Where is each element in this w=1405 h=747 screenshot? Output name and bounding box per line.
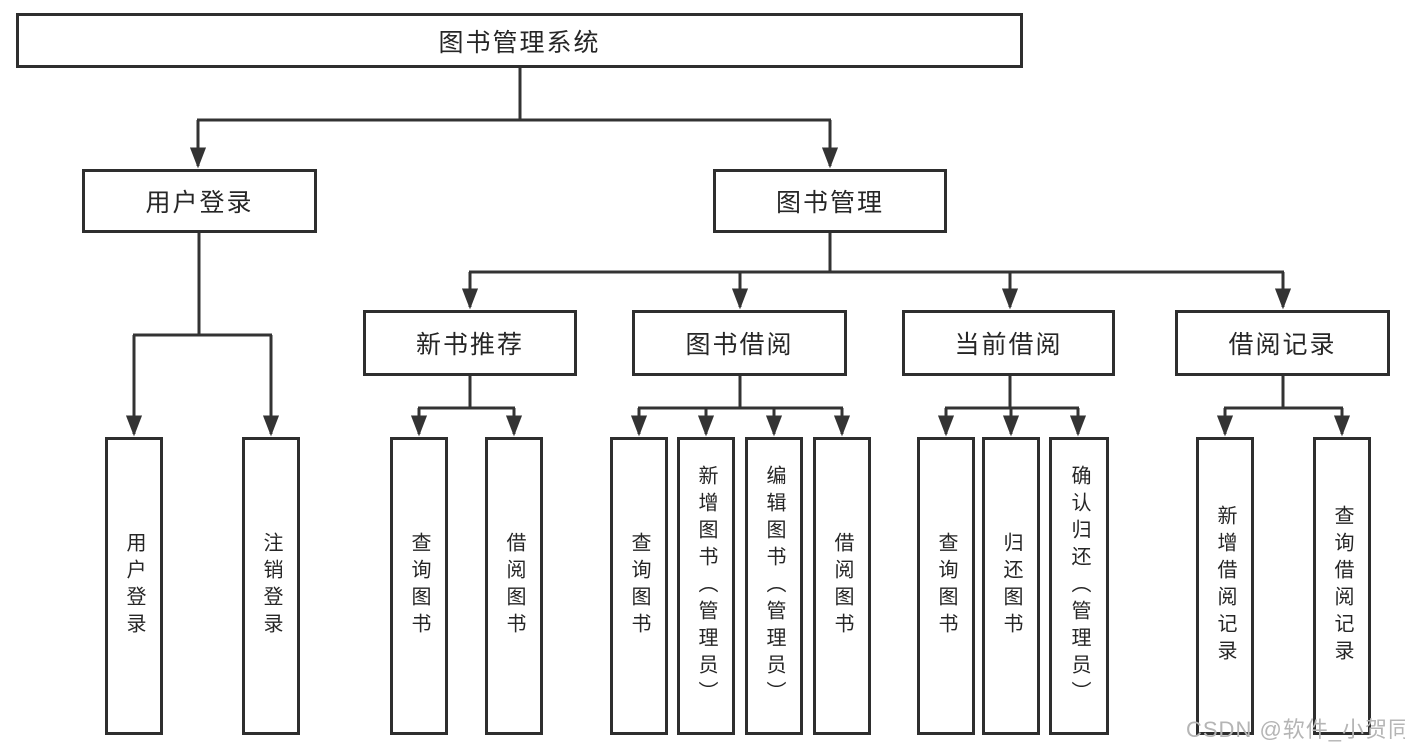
leaf-user-login-label: 用户登录 xyxy=(123,532,145,640)
leaf-borrow-book: 借阅图书 xyxy=(813,437,871,735)
node-book-management-label: 图书管理 xyxy=(775,189,884,217)
node-borrow-records-label: 借阅记录 xyxy=(1228,331,1337,359)
leaf-add-borrow-record-label: 新增借阅记录 xyxy=(1214,505,1236,667)
node-book-management: 图书管理 xyxy=(713,169,947,233)
csdn-watermark: CSDN @软件_小贺同学 xyxy=(1186,717,1405,742)
node-borrow-records: 借阅记录 xyxy=(1175,310,1390,376)
node-new-book-recommend: 新书推荐 xyxy=(363,310,577,376)
leaf-newbook-borrow-label: 借阅图书 xyxy=(503,532,525,640)
leaf-newbook-borrow: 借阅图书 xyxy=(485,437,543,735)
leaf-edit-book-admin-label: 编辑图书（管理员） xyxy=(763,464,785,708)
node-new-book-recommend-label: 新书推荐 xyxy=(415,331,524,359)
node-current-borrow-label: 当前借阅 xyxy=(954,331,1063,359)
leaf-user-login: 用户登录 xyxy=(105,437,163,735)
node-root-label: 图书管理系统 xyxy=(438,28,601,57)
leaf-newbook-query-label: 查询图书 xyxy=(408,532,430,640)
leaf-add-book-admin: 新增图书（管理员） xyxy=(677,437,735,735)
leaf-current-query: 查询图书 xyxy=(917,437,975,735)
leaf-confirm-return-admin-label: 确认归还（管理员） xyxy=(1068,464,1090,708)
node-book-borrow-label: 图书借阅 xyxy=(685,331,794,359)
leaf-newbook-query: 查询图书 xyxy=(390,437,448,735)
leaf-query-borrow-record-label: 查询借阅记录 xyxy=(1331,505,1353,667)
node-user-login-label: 用户登录 xyxy=(145,189,254,217)
leaf-logout-label: 注销登录 xyxy=(260,532,282,640)
connector-arrow-lines xyxy=(125,120,1351,437)
leaf-confirm-return-admin: 确认归还（管理员） xyxy=(1049,437,1109,735)
leaf-return-book: 归还图书 xyxy=(982,437,1040,735)
leaf-add-borrow-record: 新增借阅记录 xyxy=(1196,437,1254,735)
leaf-add-book-admin-label: 新增图书（管理员） xyxy=(695,464,717,708)
leaf-return-book-label: 归还图书 xyxy=(1000,532,1022,640)
leaf-borrow-query: 查询图书 xyxy=(610,437,668,735)
leaf-edit-book-admin: 编辑图书（管理员） xyxy=(745,437,803,735)
leaf-borrow-query-label: 查询图书 xyxy=(628,532,650,640)
node-root: 图书管理系统 xyxy=(16,13,1023,68)
node-current-borrow: 当前借阅 xyxy=(902,310,1115,376)
leaf-logout: 注销登录 xyxy=(242,437,300,735)
leaf-borrow-book-label: 借阅图书 xyxy=(831,532,853,640)
node-book-borrow: 图书借阅 xyxy=(632,310,847,376)
node-user-login: 用户登录 xyxy=(82,169,317,233)
leaf-query-borrow-record: 查询借阅记录 xyxy=(1313,437,1371,735)
leaf-current-query-label: 查询图书 xyxy=(935,532,957,640)
